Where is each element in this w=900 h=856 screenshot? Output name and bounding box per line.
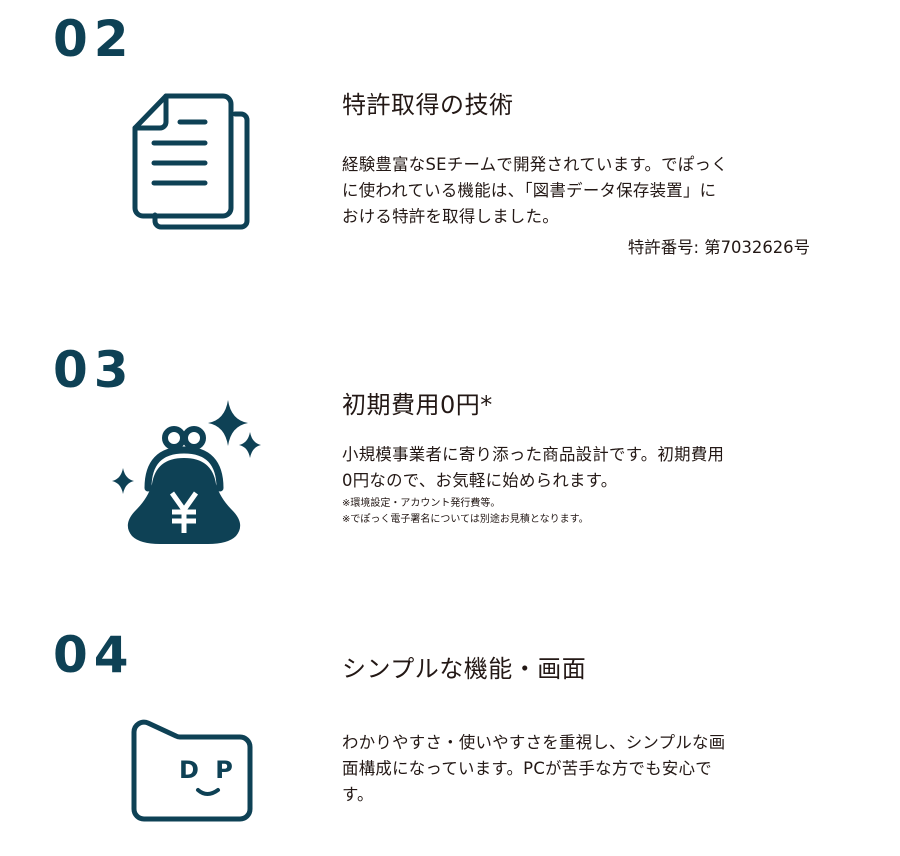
yen-coin-purse-icon <box>108 398 268 548</box>
description-line: 0円なので、お気軽に始められます。 <box>342 471 618 490</box>
description-line: わかりやすさ・使いやすさを重視し、シンプルな画 <box>342 733 726 752</box>
dp-folder-icon: D P <box>130 718 254 822</box>
description-line: おける特許を取得しました。 <box>342 207 559 226</box>
feature-description: わかりやすさ・使いやすさを重視し、シンプルな画 面構成になっています。PCが苦手… <box>342 730 812 808</box>
footnotes: ※環境設定・アカウント発行費等。 ※でぽっく電子署名については別途お見積となりま… <box>342 496 812 528</box>
description-line: 経験豊富なSEチームで開発されています。でぽっく <box>342 155 728 174</box>
feature-number: 03 <box>53 341 135 399</box>
description-line: に使われている機能は、「図書データ保存装置」に <box>342 181 717 200</box>
description-line: 面構成になっています。PCが苦手な方でも安心で <box>342 759 712 778</box>
feature-number: 04 <box>53 626 135 684</box>
patent-number: 特許番号: 第7032626号 <box>627 238 810 257</box>
icon-letter-p: P <box>215 756 233 784</box>
footnote: ※環境設定・アカウント発行費等。 <box>342 498 501 509</box>
feature-title: 特許取得の技術 <box>342 91 514 119</box>
feature-description: 経験豊富なSEチームで開発されています。でぽっく に使われている機能は、「図書デ… <box>342 152 812 230</box>
feature-title: 初期費用0円* <box>342 391 493 419</box>
footnote: ※でぽっく電子署名については別途お見積となります。 <box>342 514 589 525</box>
feature-title: シンプルな機能・画面 <box>342 655 587 683</box>
icon-letter-d: D <box>179 756 199 784</box>
feature-number: 02 <box>53 10 135 68</box>
description-line: す。 <box>342 785 374 804</box>
description-line: 小規模事業者に寄り添った商品設計です。初期費用 <box>342 445 725 464</box>
document-copy-icon <box>130 92 250 234</box>
feature-description: 小規模事業者に寄り添った商品設計です。初期費用 0円なので、お気軽に始められます… <box>342 442 812 494</box>
